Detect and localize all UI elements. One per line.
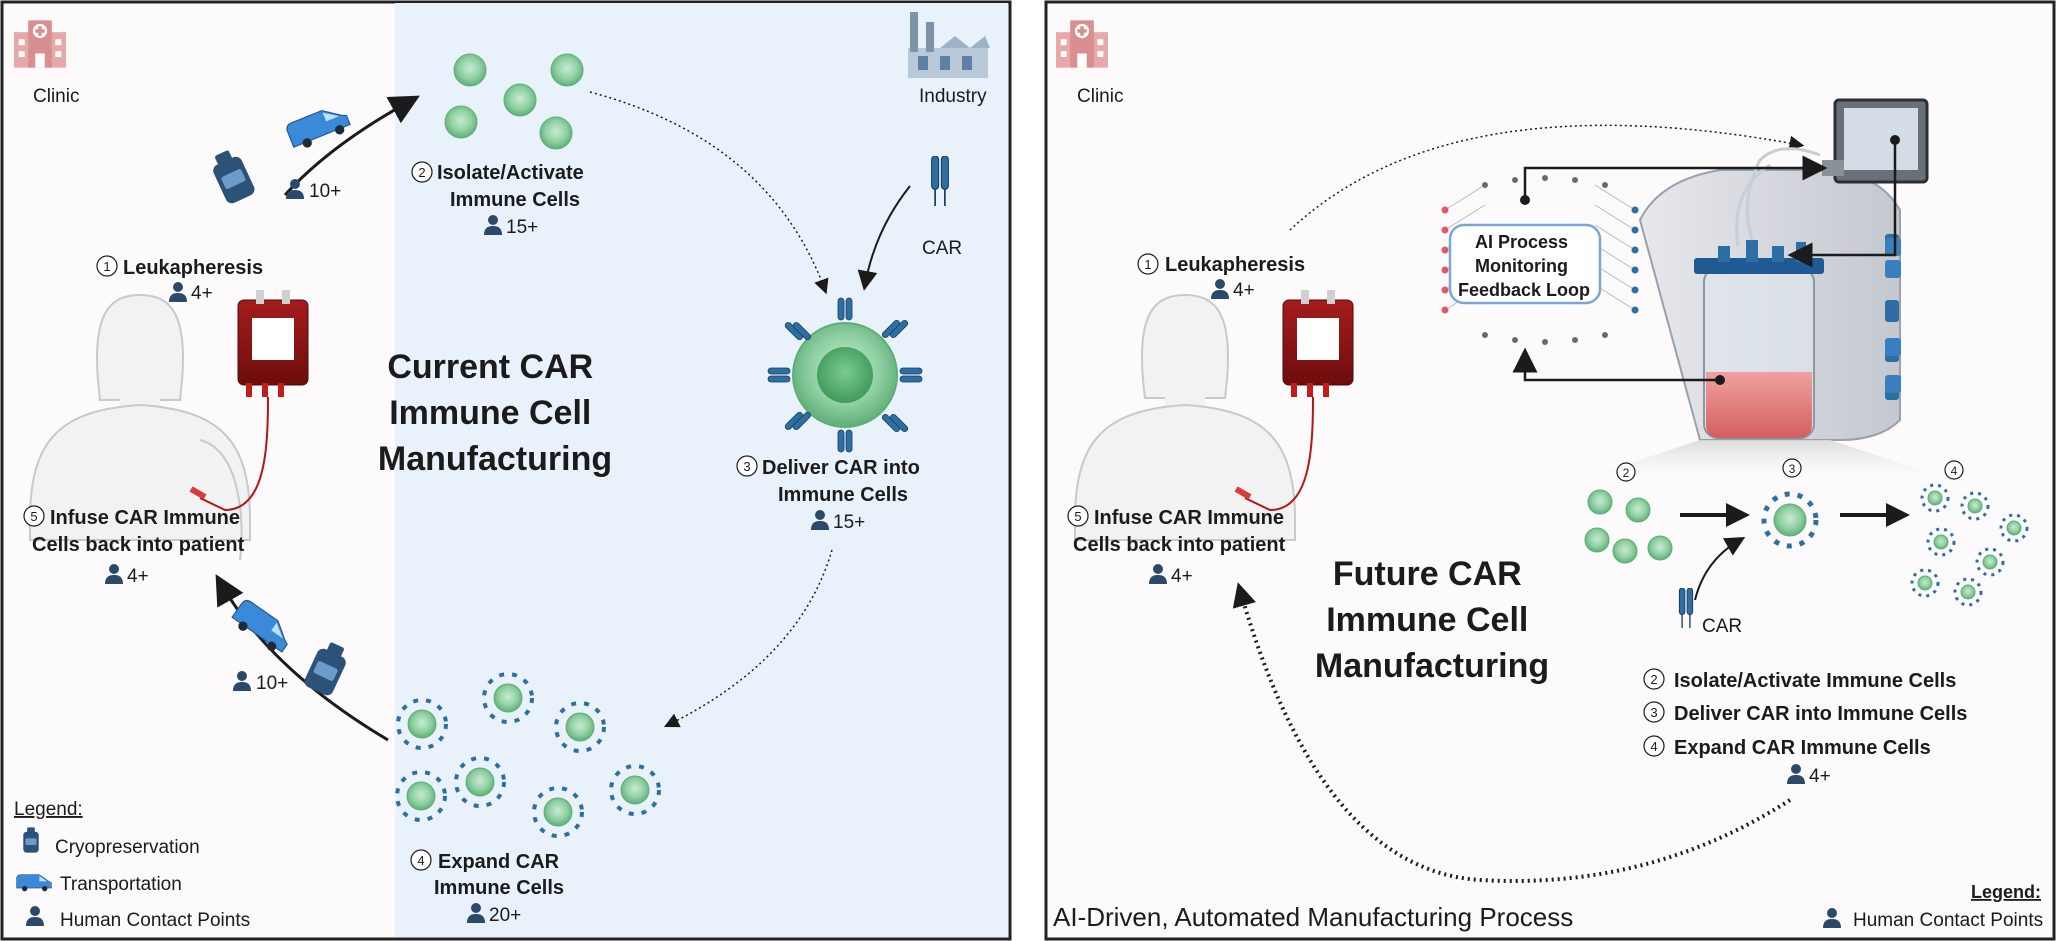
svg-text:5: 5 [1074,509,1081,524]
left-legend: Legend: Cryopreservation Transportation … [14,799,250,931]
feedback-loop-lines [1512,140,1897,382]
svg-text:Deliver CAR into: Deliver CAR into [762,457,920,479]
right-title: Future CAR Immune Cell Manufacturing [1315,555,1549,685]
svg-text:Isolate/Activate Immune Cells: Isolate/Activate Immune Cells [1674,670,1956,692]
left-panel: Clinic Industry 10+ 10+ [0,0,1012,941]
svg-text:2: 2 [418,165,425,180]
step-deliver-car: 3 Deliver CAR into Immune Cells 15+ [736,455,920,533]
svg-text:4: 4 [1951,464,1958,478]
step-infuse: 5 Infuse CAR Immune Cells back into pati… [23,505,245,587]
svg-text:4: 4 [1650,739,1657,754]
ai-feedback-box-label: AI Process Monitoring Feedback Loop [1458,232,1590,300]
right-footer-caption: AI-Driven, Automated Manufacturing Proce… [1053,902,1573,932]
svg-text:3: 3 [1789,462,1796,476]
clinic-label: Clinic [1077,86,1123,107]
svg-text:Isolate/Activate: Isolate/Activate [437,162,584,184]
svg-text:15+: 15+ [833,512,865,533]
svg-text:Leukapheresis: Leukapheresis [1165,254,1305,276]
svg-text:4+: 4+ [1171,566,1193,587]
transport-top-contacts: 10+ [309,181,341,202]
svg-text:1: 1 [1144,257,1151,272]
svg-text:4+: 4+ [1809,766,1831,787]
right-panel: Clinic [1044,0,2056,941]
blood-bag-icon [1234,290,1354,512]
svg-text:4+: 4+ [127,566,149,587]
blood-bag-icon [189,290,309,512]
feedback-node [1890,135,1900,145]
industry-label: Industry [919,86,987,107]
patient-figure [1074,293,1296,541]
svg-text:1: 1 [103,259,110,274]
expanded-car-cells [395,672,661,838]
feedback-node [1715,375,1725,385]
svg-text:Transportation: Transportation [60,874,182,895]
process-mini-steps: 2 3 4 [1584,458,2029,628]
svg-text:4+: 4+ [1233,280,1255,301]
transport-bottom-contacts: 10+ [256,673,288,694]
ai-neural-network [1441,175,1639,345]
right-legend: Legend: Human Contact Points [1823,882,2043,931]
arrow-leuka-to-bioreactor [1289,124,1805,231]
car-label: CAR [922,238,962,259]
patient-figure [29,293,251,561]
clinic-label: Clinic [33,86,79,107]
arrow-expand-to-infuse [215,574,389,742]
svg-text:5: 5 [30,509,37,524]
step-leukapheresis: 1 Leukapheresis 4+ [96,255,263,304]
svg-text:3: 3 [743,459,750,474]
svg-text:Leukapheresis: Leukapheresis [123,257,263,279]
step-infuse: 5 Infuse CAR Immune Cells back into pati… [1067,505,1286,587]
svg-text:Expand CAR Immune Cells: Expand CAR Immune Cells [1674,737,1931,759]
svg-text:Immune Cells: Immune Cells [434,877,564,899]
factory-icon [908,12,990,78]
svg-text:Infuse CAR Immune: Infuse CAR Immune [50,507,240,529]
svg-text:Human Contact Points: Human Contact Points [60,910,250,931]
svg-text:Human Contact Points: Human Contact Points [1853,910,2043,931]
svg-text:Legend:: Legend: [1971,882,2041,902]
industry-zone [395,3,1008,937]
left-title: Current CAR Immune Cell Manufacturing [378,348,612,478]
immune-cells-cluster [444,53,584,150]
svg-text:4+: 4+ [191,283,213,304]
svg-text:Infuse CAR Immune: Infuse CAR Immune [1094,507,1284,529]
process-step-list: 2 Isolate/Activate Immune Cells 3 Delive… [1643,668,1967,787]
step-expand: 4 Expand CAR Immune Cells 20+ [410,849,564,926]
svg-text:Deliver CAR into Immune Cells: Deliver CAR into Immune Cells [1674,703,1967,725]
svg-text:2: 2 [1623,466,1630,480]
feedback-node [1520,195,1530,205]
svg-text:Cryopreservation: Cryopreservation [55,837,200,858]
step-leukapheresis: 1 Leukapheresis 4+ [1137,253,1305,301]
arrow-process-to-infuse [1232,582,1792,883]
svg-text:4: 4 [417,853,424,868]
svg-text:Expand CAR: Expand CAR [438,851,560,873]
svg-text:Legend:: Legend: [14,799,83,820]
car-immune-cell [767,297,923,453]
step-isolate-activate: 2 Isolate/Activate Immune Cells 15+ [411,161,584,238]
zoom-cone [1555,440,1975,488]
svg-text:20+: 20+ [489,905,521,926]
svg-text:Cells back into patient: Cells back into patient [1073,534,1286,556]
arrow-deliver-to-expand [663,549,833,728]
svg-text:Immune Cells: Immune Cells [450,189,580,211]
car-label: CAR [1702,616,1742,637]
svg-text:Cells back into patient: Cells back into patient [32,534,245,556]
svg-text:Immune Cells: Immune Cells [778,484,908,506]
svg-text:3: 3 [1650,705,1657,720]
svg-text:2: 2 [1650,672,1657,687]
svg-text:15+: 15+ [506,217,538,238]
arrow-car-to-cell [857,185,911,291]
